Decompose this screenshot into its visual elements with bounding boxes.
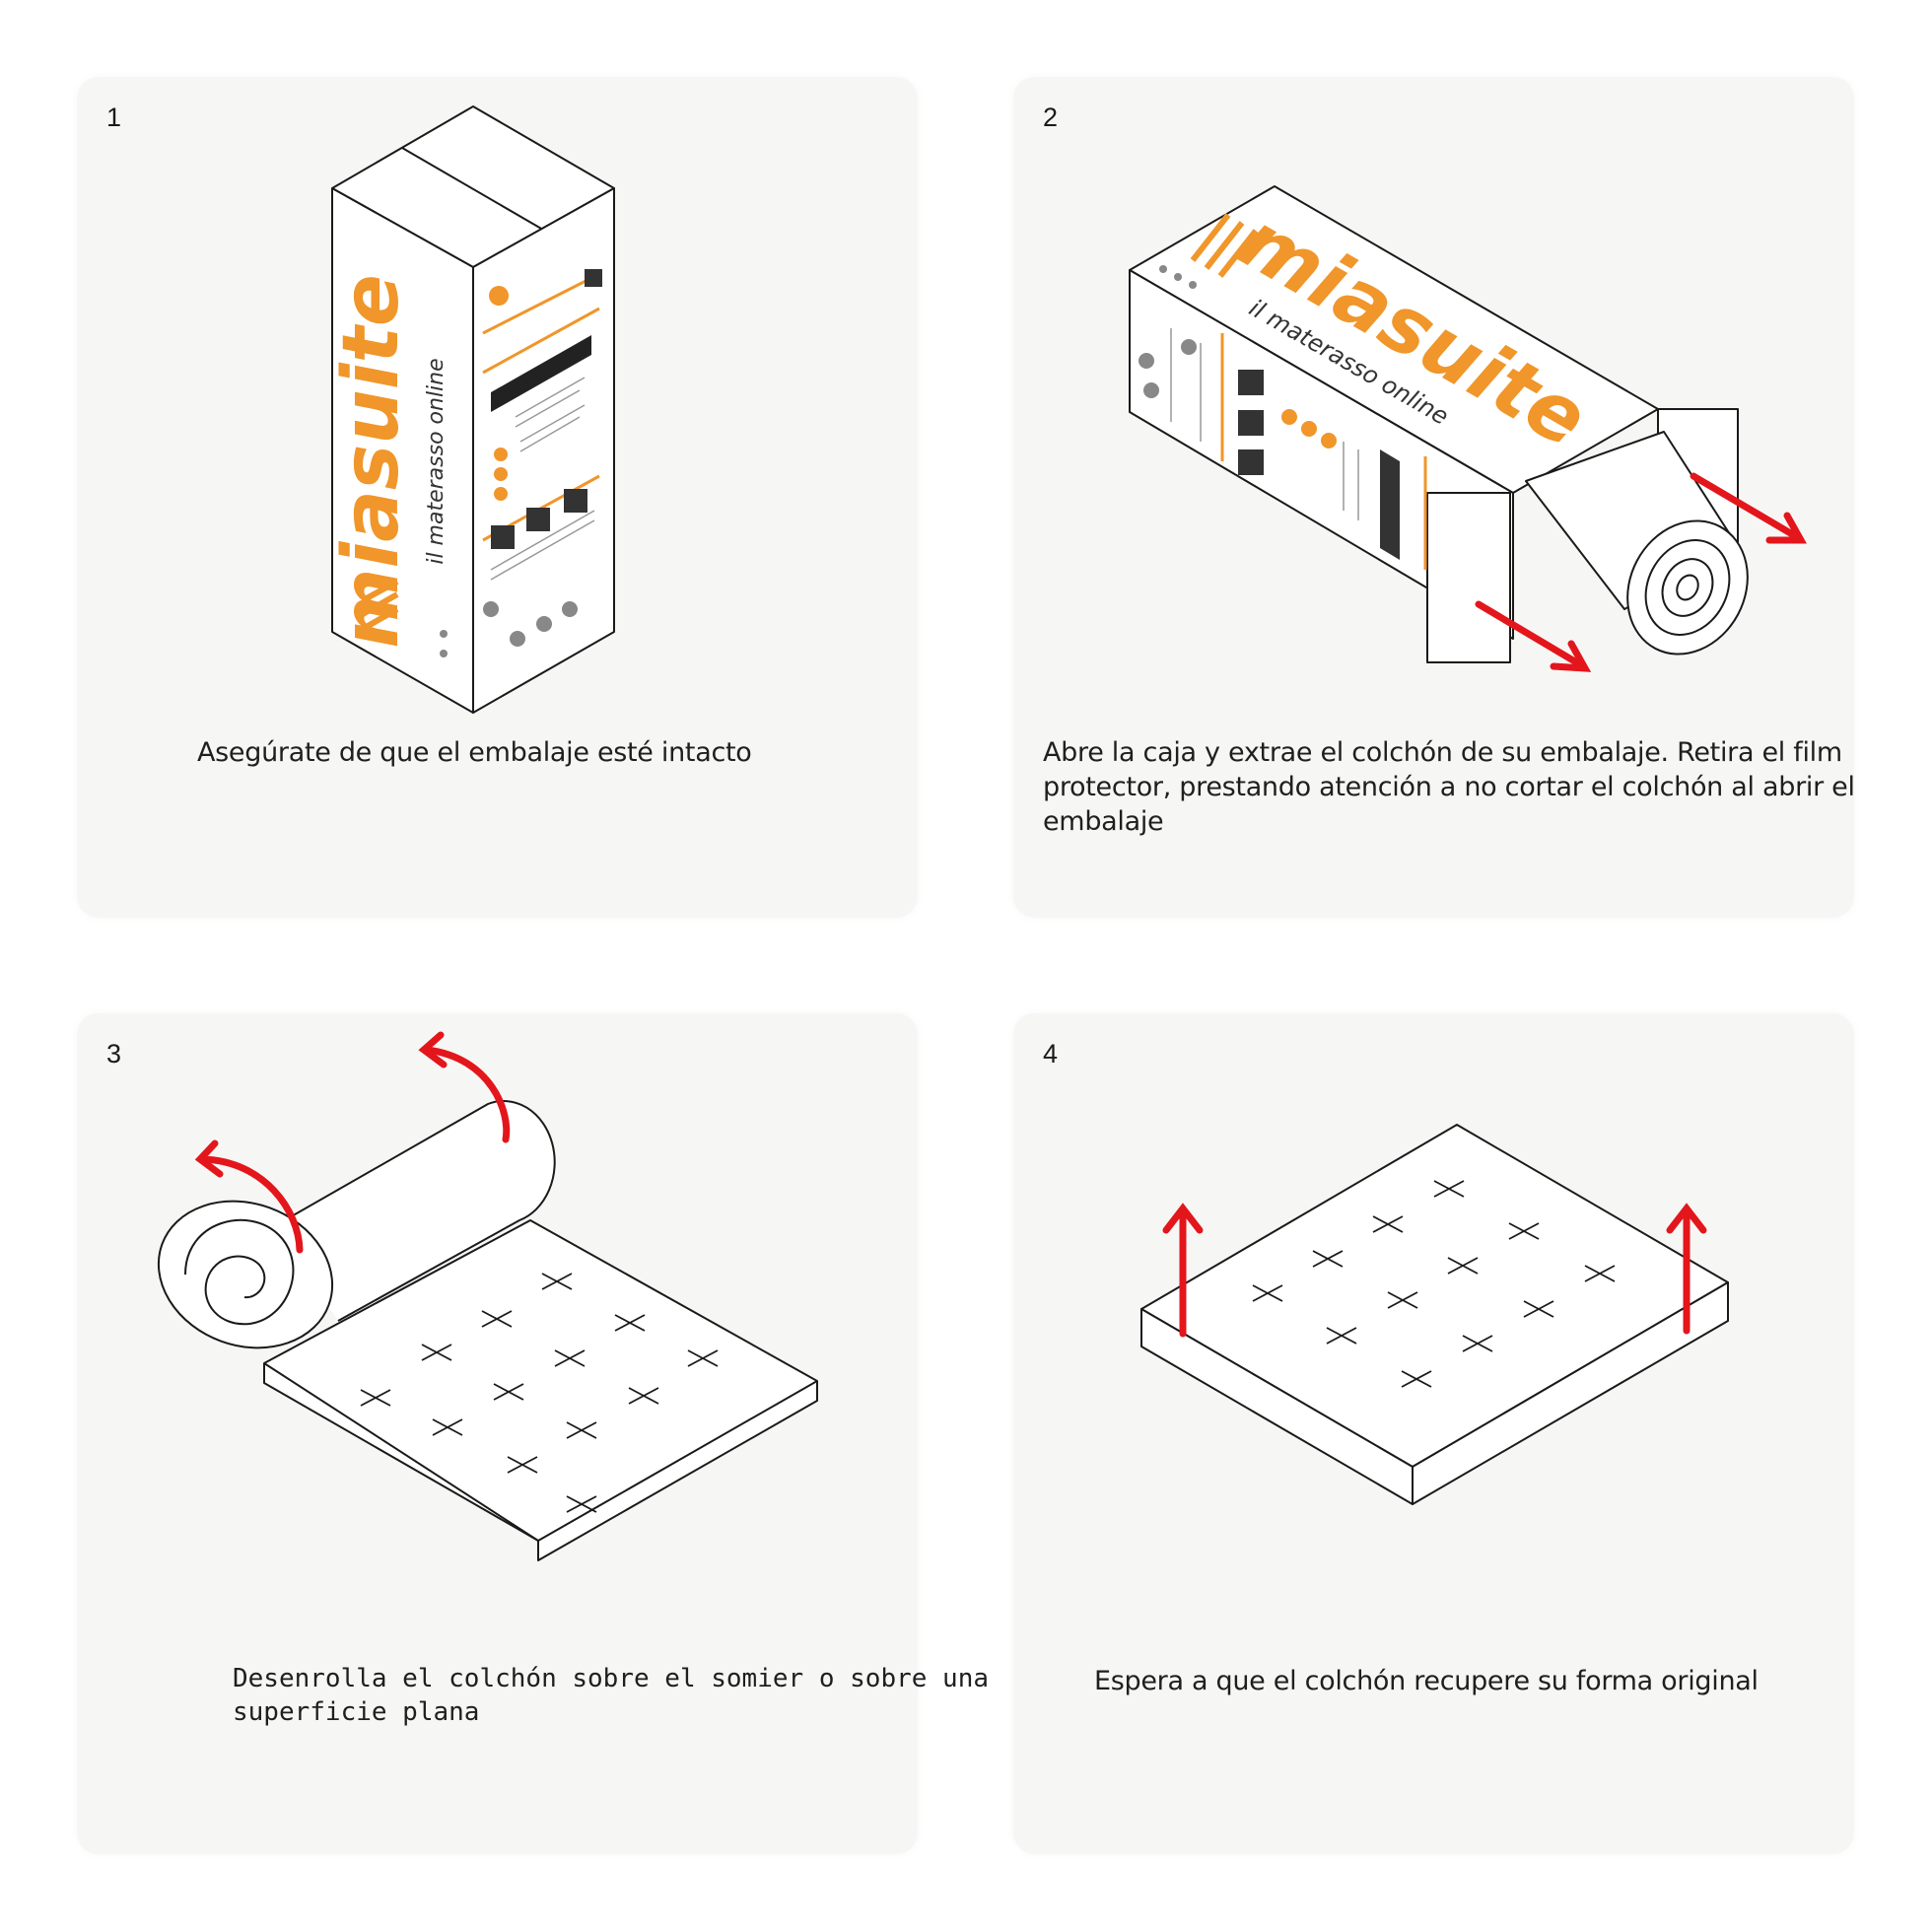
step-number: 2 — [1043, 103, 1059, 132]
box-side-face — [472, 187, 615, 714]
step-4-card: 4 Espera a que el colchón rec — [1013, 1013, 1854, 1854]
step-number: 1 — [106, 103, 122, 132]
step-3-card: 3 — [77, 1013, 989, 1854]
brand-logo-text: miasuite — [327, 274, 416, 649]
step-number: 4 — [1043, 1039, 1059, 1069]
step-caption: Desenrolla el colchón sobre el somier o … — [233, 1664, 990, 1727]
pull-arrow-icon — [1475, 472, 1807, 672]
stitch-marks — [1252, 1180, 1616, 1388]
rolled-mattress-end — [1626, 519, 1749, 656]
rolled-mattress-end — [157, 1200, 334, 1349]
mattress-top-face — [1140, 1124, 1729, 1468]
box-illustration: miasuite il materasso online — [327, 105, 615, 714]
step-1-card: 1 miasuite il materasso online — [77, 77, 918, 918]
rise-arrow-icon — [1162, 1203, 1707, 1338]
step-2-card: 2 miasuite il materasso online — [1013, 77, 1855, 918]
unrolled-mattress — [263, 1219, 818, 1561]
box-side-info-graphics — [440, 269, 602, 657]
step-caption: Espera a que el colchón recupere su form… — [1094, 1666, 1759, 1696]
brand-stripe-icon — [1190, 213, 1259, 278]
step-caption: Asegúrate de que el embalaje esté intact… — [197, 737, 752, 768]
rolled-mattress-body — [275, 1099, 556, 1322]
unroll-mattress-illustration — [157, 1031, 818, 1561]
mattress-side-face — [1412, 1281, 1729, 1505]
unroll-arrow-icon — [194, 1031, 511, 1254]
open-box-illustration: miasuite il materasso online — [1129, 185, 1807, 672]
box-flap-front — [1426, 492, 1511, 663]
step-caption: Abre la caja y extrae el colchón de su e… — [1043, 737, 1855, 837]
brand-stripe-icon — [361, 579, 399, 632]
brand-tagline: il materasso online — [424, 358, 448, 564]
step-number: 3 — [106, 1039, 122, 1069]
box-front-face — [1129, 269, 1514, 640]
flat-mattress-illustration — [1140, 1124, 1729, 1505]
stitch-marks — [360, 1273, 719, 1513]
box-front-info-graphics — [1138, 265, 1427, 570]
